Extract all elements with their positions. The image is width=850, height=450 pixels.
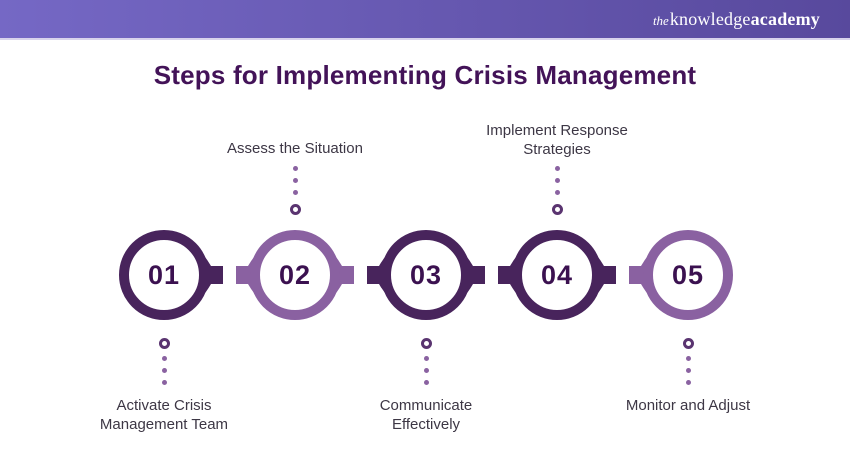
dot-icon — [554, 166, 560, 171]
step-05: 05 — [623, 210, 753, 340]
step-05-link-shape — [629, 230, 733, 320]
hollow-dot-icon — [682, 338, 694, 349]
dot-icon — [685, 368, 691, 373]
step-01-label: Activate Crisis Management Team — [99, 397, 229, 433]
dotted-connector-below-01 — [158, 338, 170, 388]
step-05-label: Monitor and Adjust — [625, 397, 751, 414]
dot-icon — [554, 178, 560, 183]
step-number: 01 — [147, 259, 181, 290]
dotted-connector-above-02 — [289, 166, 301, 216]
step-ring — [643, 230, 733, 320]
step-ring — [512, 230, 602, 320]
step-number: 04 — [540, 259, 574, 290]
step-03-link-shape — [367, 230, 485, 320]
hollow-dot-icon — [420, 338, 432, 349]
hollow-dot-icon — [551, 204, 563, 215]
step-02-link-shape — [236, 230, 354, 320]
step-number: 03 — [409, 259, 443, 290]
dot-icon — [161, 380, 167, 385]
dot-icon — [685, 380, 691, 385]
step-04-label: Implement Response Strategies — [486, 122, 628, 158]
dotted-connector-above-04 — [551, 166, 563, 216]
step-01-link-shape — [119, 230, 223, 320]
step-03-label: Communicate Effectively — [379, 397, 473, 433]
dot-icon — [161, 356, 167, 361]
logo-academy: academy — [750, 9, 820, 29]
step-04: 04 — [492, 210, 622, 340]
logo-the: the — [652, 13, 669, 28]
step-number: 02 — [278, 259, 312, 290]
dot-icon — [423, 380, 429, 385]
dot-icon — [292, 178, 298, 183]
dot-icon — [423, 356, 429, 361]
hollow-dot-icon — [289, 204, 301, 215]
step-ring — [381, 230, 471, 320]
step-02: 02 — [230, 210, 360, 340]
page-title: Steps for Implementing Crisis Management — [153, 60, 697, 90]
dot-icon — [685, 356, 691, 361]
step-ring — [250, 230, 340, 320]
step-ring — [119, 230, 209, 320]
dot-icon — [554, 190, 560, 195]
logo-knowledge: knowledge — [669, 9, 751, 29]
dot-icon — [292, 190, 298, 195]
step-02-label: Assess the Situation — [227, 140, 363, 157]
dotted-connector-below-03 — [420, 338, 432, 388]
dot-icon — [292, 166, 298, 171]
dotted-connector-below-05 — [682, 338, 694, 388]
step-number: 05 — [671, 259, 705, 290]
dot-icon — [423, 368, 429, 373]
step-04-link-shape — [498, 230, 616, 320]
step-03: 03 — [361, 210, 491, 340]
step-01: 01 — [99, 210, 229, 340]
hollow-dot-icon — [158, 338, 170, 349]
dot-icon — [161, 368, 167, 373]
